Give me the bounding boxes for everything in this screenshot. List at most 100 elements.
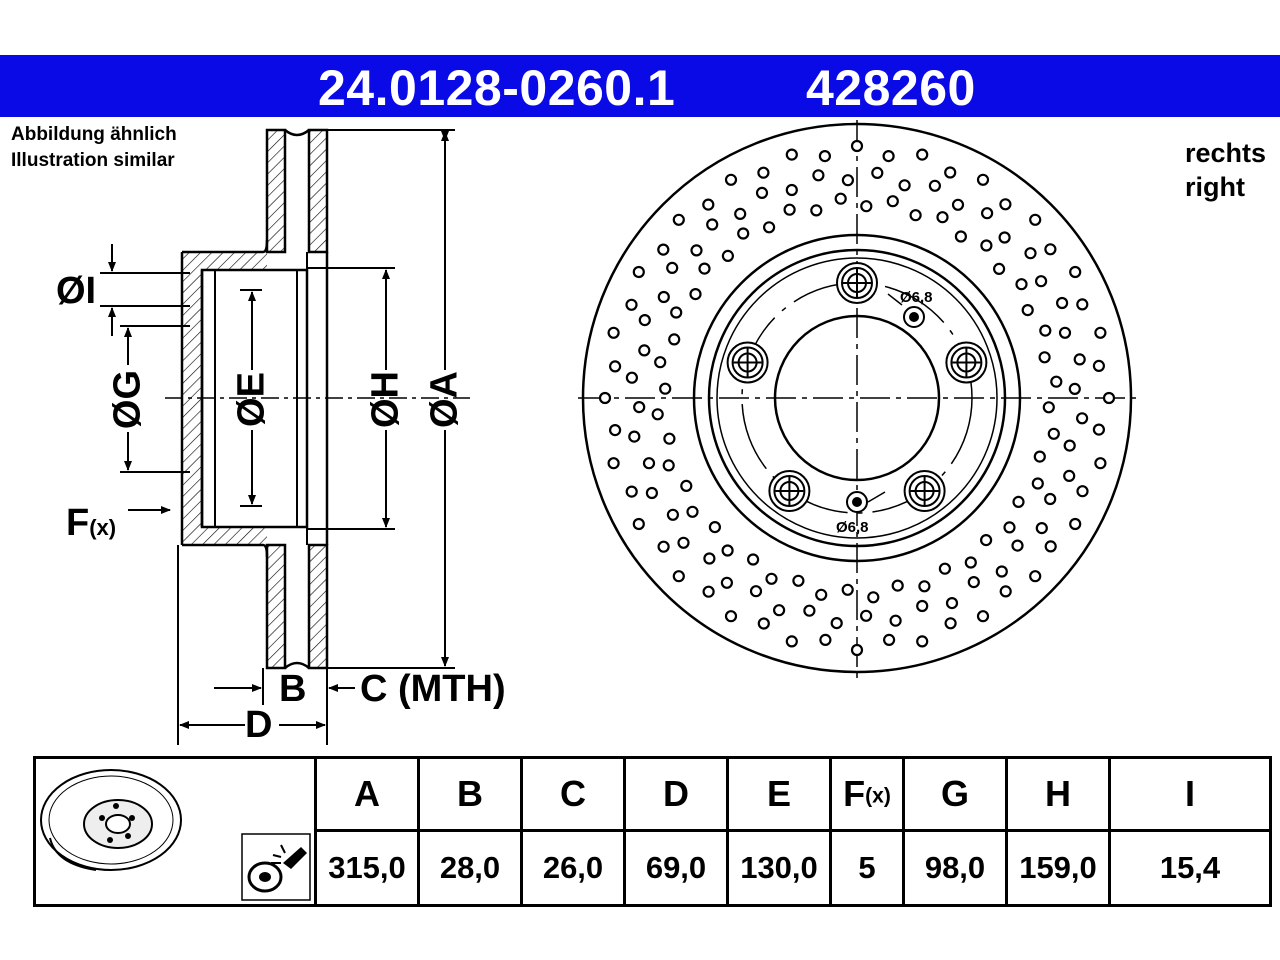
header-e: E <box>726 756 832 832</box>
drill-hole <box>757 617 770 630</box>
drill-hole <box>670 306 683 319</box>
drill-hole <box>898 179 911 192</box>
drill-hole <box>954 230 968 243</box>
illustration-note-de: Abbildung ähnlich <box>11 124 177 145</box>
header-d: D <box>623 756 729 832</box>
spray-coating-icon <box>241 833 311 901</box>
drill-hole <box>944 166 957 179</box>
drill-hole <box>608 424 622 437</box>
drill-hole <box>645 486 659 500</box>
side-label-de: rechts <box>1185 138 1267 168</box>
header-g: G <box>902 756 1008 832</box>
hole-label-bottom: Ø6,8 <box>836 519 869 536</box>
specs-header-row: A B C D E F(x) G H I <box>33 756 1272 907</box>
drill-hole <box>1055 296 1069 310</box>
drill-hole <box>703 552 716 565</box>
drill-hole <box>657 290 670 304</box>
value-d: 69,0 <box>623 829 729 907</box>
drill-hole <box>734 207 747 220</box>
drill-hole <box>882 633 896 647</box>
value-a: 315,0 <box>314 829 420 907</box>
dim-label-f-letter: F <box>66 502 90 544</box>
drill-hole <box>918 580 931 593</box>
value-g: 98,0 <box>902 829 1008 907</box>
drill-hole <box>1069 265 1082 279</box>
drill-hole <box>1021 304 1034 317</box>
drill-hole <box>909 209 922 222</box>
value-e: 130,0 <box>726 829 832 907</box>
drill-hole <box>689 288 702 301</box>
drill-hole <box>1069 517 1082 531</box>
cross-drilled-holes <box>598 139 1116 657</box>
drill-hole <box>812 169 825 182</box>
drill-hole <box>980 239 993 252</box>
specs-value-row: 315,0 28,0 26,0 69,0 130,0 5 98,0 159,0 … <box>35 829 1272 907</box>
drill-hole <box>749 585 763 598</box>
drill-hole <box>757 166 770 179</box>
drill-hole <box>1047 427 1060 440</box>
drill-hole <box>815 588 828 601</box>
drill-hole <box>882 150 895 163</box>
drill-hole <box>702 198 715 211</box>
illustration-note-en: Illustration similar <box>11 150 175 171</box>
drill-hole <box>1102 391 1116 405</box>
drill-hole <box>1038 351 1051 364</box>
drill-hole <box>1094 326 1107 339</box>
drill-hole <box>1029 213 1042 226</box>
drill-hole <box>999 198 1012 211</box>
drill-hole <box>672 213 685 226</box>
drill-hole <box>607 457 620 470</box>
drill-hole <box>810 204 823 217</box>
header-f-suffix: (x) <box>865 784 891 808</box>
bolt-hole <box>841 267 873 299</box>
drill-hole <box>945 596 959 610</box>
drill-hole <box>724 173 738 186</box>
drill-hole <box>976 173 990 186</box>
drill-hole <box>662 459 675 472</box>
drill-hole <box>721 544 734 557</box>
drill-hole <box>859 609 873 622</box>
drill-hole <box>841 583 854 596</box>
drill-hole <box>1044 540 1057 553</box>
drill-hole <box>765 572 778 585</box>
drill-hole <box>992 262 1006 275</box>
drill-hole <box>625 371 639 384</box>
drill-hole <box>625 298 638 311</box>
drill-hole <box>792 574 805 587</box>
drill-hole <box>598 391 612 405</box>
drill-hole <box>995 565 1008 578</box>
drill-hole <box>1058 326 1072 339</box>
drill-hole <box>632 265 645 279</box>
drill-hole <box>654 356 667 369</box>
drill-hole <box>677 536 690 549</box>
drill-hole <box>1092 359 1106 372</box>
drill-hole <box>1068 382 1081 395</box>
drill-hole <box>830 616 843 630</box>
wheel-bolt-holes <box>726 262 988 512</box>
drill-hole <box>720 576 734 589</box>
drill-hole <box>1034 275 1048 288</box>
drill-hole <box>889 614 902 627</box>
drill-hole <box>657 243 670 256</box>
drill-hole <box>666 261 679 274</box>
drill-hole <box>916 599 929 613</box>
drill-hole <box>708 520 722 534</box>
drill-hole <box>1050 375 1063 388</box>
drill-hole <box>938 562 952 575</box>
drill-hole <box>1092 423 1106 436</box>
drill-hole <box>638 344 651 357</box>
drill-hole <box>632 517 645 531</box>
specs-table: A B C D E F(x) G H I 315,0 28,0 26,0 69,… <box>33 756 1272 907</box>
value-f: 5 <box>829 829 905 907</box>
drill-hole <box>659 382 672 395</box>
drill-hole <box>1003 521 1016 534</box>
header-f-letter: F <box>843 773 866 814</box>
drill-hole <box>1015 278 1028 291</box>
drill-hole <box>1012 495 1025 508</box>
drill-hole <box>706 218 719 231</box>
dim-label-f-suffix: (x) <box>89 515 117 540</box>
drill-hole <box>721 249 735 262</box>
drill-hole <box>951 198 965 211</box>
drill-hole <box>651 408 664 421</box>
drill-hole <box>657 540 670 553</box>
